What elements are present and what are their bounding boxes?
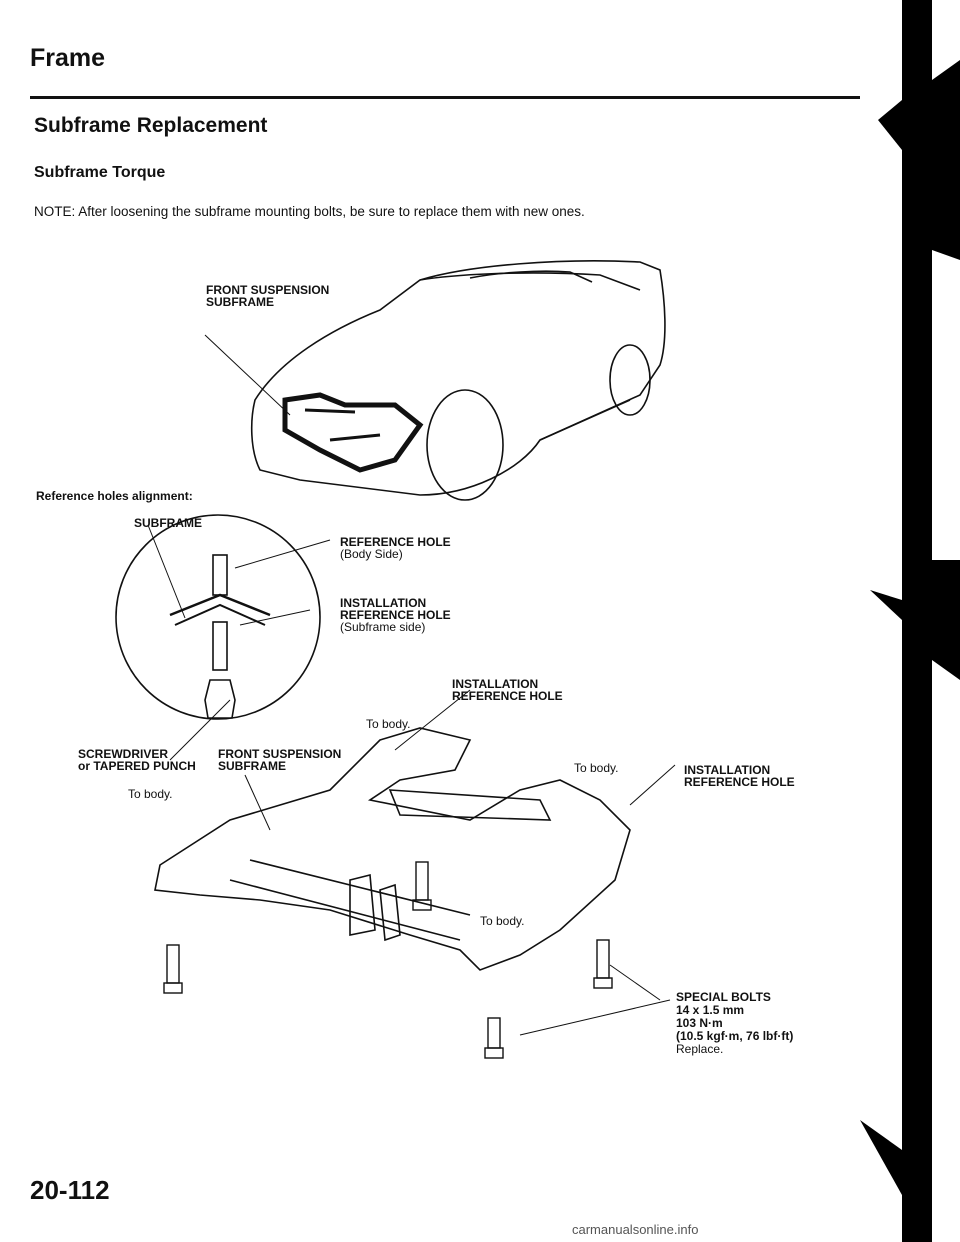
label-to-body-top: To body. bbox=[366, 717, 411, 731]
label-to-body-right: To body. bbox=[574, 761, 619, 775]
bolt-4 bbox=[484, 1017, 504, 1059]
bolt-3 bbox=[593, 939, 613, 989]
title-rule bbox=[30, 96, 860, 99]
section-title: Frame bbox=[30, 44, 106, 72]
subframe-drawing bbox=[154, 727, 631, 971]
bolt-1 bbox=[163, 944, 183, 994]
label-reference-hole-body: REFERENCE HOLE(Body Side) bbox=[340, 535, 451, 561]
watermark: carmanualsonline.info bbox=[572, 1222, 699, 1237]
special-bolts bbox=[163, 861, 613, 1059]
leader-lines bbox=[147, 334, 676, 1036]
label-to-body-bottom: To body. bbox=[480, 914, 525, 928]
car-outline-drawing bbox=[250, 260, 666, 501]
bolt-2 bbox=[412, 861, 432, 911]
page-heading: Subframe Replacement bbox=[34, 114, 268, 137]
replacement-note: NOTE: After loosening the subframe mount… bbox=[34, 204, 585, 219]
label-subframe: SUBFRAME bbox=[134, 516, 202, 530]
label-reference-alignment: Reference holes alignment: bbox=[36, 489, 193, 503]
label-to-body-left: To body. bbox=[128, 787, 173, 801]
reference-hole-detail bbox=[115, 514, 321, 720]
page-number: 20-112 bbox=[30, 1175, 110, 1205]
page-subheading: Subframe Torque bbox=[34, 164, 166, 181]
